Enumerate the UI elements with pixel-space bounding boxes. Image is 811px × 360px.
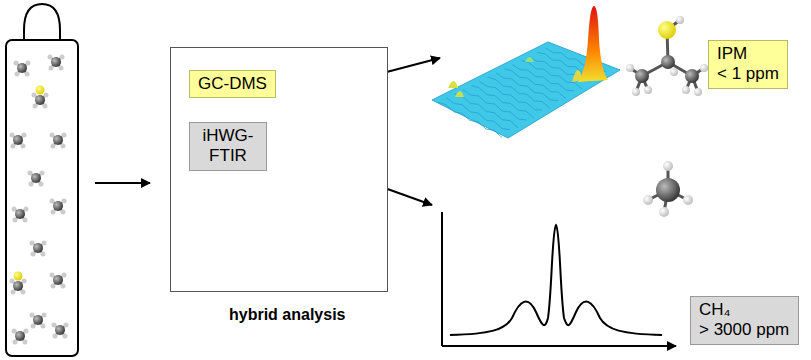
box-label: IPM (717, 44, 779, 64)
ir-spectrum (442, 212, 676, 346)
dms-surface-plot (432, 6, 620, 138)
group-box: hybrid analysisGC-DMSiHWG- FTIR (170, 47, 388, 292)
box-label: CH₄ (699, 300, 790, 320)
box-label: > 3000 ppm (699, 320, 790, 340)
box-label: GC-DMS (198, 74, 267, 94)
box-label: < 1 ppm (717, 64, 779, 84)
gas-cylinder (6, 4, 78, 356)
result-box: GC-DMS (189, 70, 276, 98)
group-label: hybrid analysis (229, 305, 346, 324)
flow-arrow (95, 182, 150, 184)
result-box: iHWG- FTIR (189, 122, 267, 171)
result-box: IPM< 1 ppm (708, 40, 788, 89)
ipm-molecule (626, 16, 708, 96)
methane-molecule (643, 161, 693, 217)
box-label: iHWG- FTIR (198, 126, 258, 167)
result-box: CH₄> 3000 ppm (690, 296, 799, 345)
